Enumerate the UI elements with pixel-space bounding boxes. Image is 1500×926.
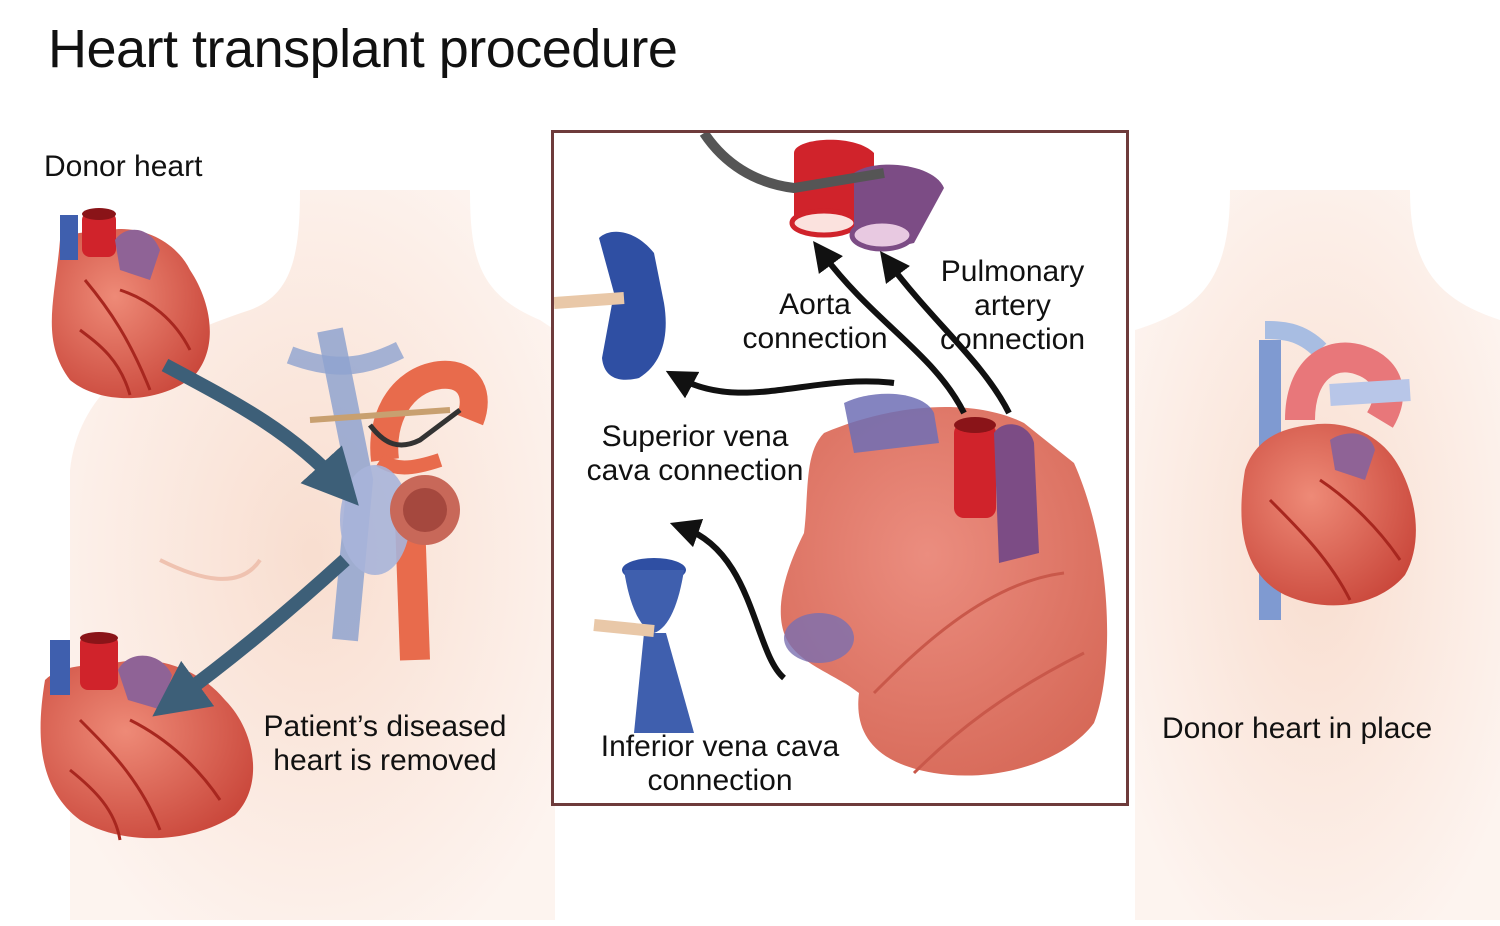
pulmonary-label-line3: connection [939,323,1086,356]
connection-detail-panel [551,130,1129,806]
donor-heart-illustration [51,208,210,399]
aorta-arrow [813,240,967,415]
ivc-label-line1: Inferior vena cava [600,730,840,763]
pulmonary-stump [849,164,944,252]
donor-heart-in-place-illustration [1241,321,1416,620]
donor-heart-in-place-label: Donor heart in place [1162,712,1433,745]
svc-arrow [665,370,895,399]
diseased-heart-label-line2: heart is removed [273,744,497,777]
aorta-label-line1: Aorta [779,288,851,321]
svc-label-line1: Superior vena [601,420,789,453]
inferior-vena-cava-label: Inferior vena cava connection [585,730,855,798]
donor-heart-large [780,393,1108,776]
connection-detail-art [553,130,1108,776]
aorta-label-line2: connection [742,322,888,355]
pulmonary-label-line2: artery [974,289,1051,322]
aorta-connection-label: Aorta connection [730,288,900,356]
pulmonary-artery-connection-label: Pulmonary artery connection [925,255,1100,357]
svc-label-line2: cava connection [586,454,804,487]
diseased-heart-label-line1: Patient’s diseased [263,710,507,743]
clamp [699,130,885,194]
chest-to-removed-arrow [152,554,350,717]
pulmonary-label-line1: Pulmonary [940,255,1085,288]
ivc-arrow [669,518,787,681]
pulmonary-arrow [879,251,1012,415]
superior-vena-cava-stump [553,231,666,380]
donor-to-chest-arrow [161,358,359,506]
inferior-vena-cava-stump [593,558,694,733]
superior-vena-cava-label: Superior vena cava connection [570,420,820,488]
donor-heart-label: Donor heart [44,150,203,183]
diagram-title: Heart transplant procedure [48,19,678,79]
ivc-label-line2: connection [647,764,793,797]
diseased-heart-label: Patient’s diseased heart is removed [245,710,525,778]
